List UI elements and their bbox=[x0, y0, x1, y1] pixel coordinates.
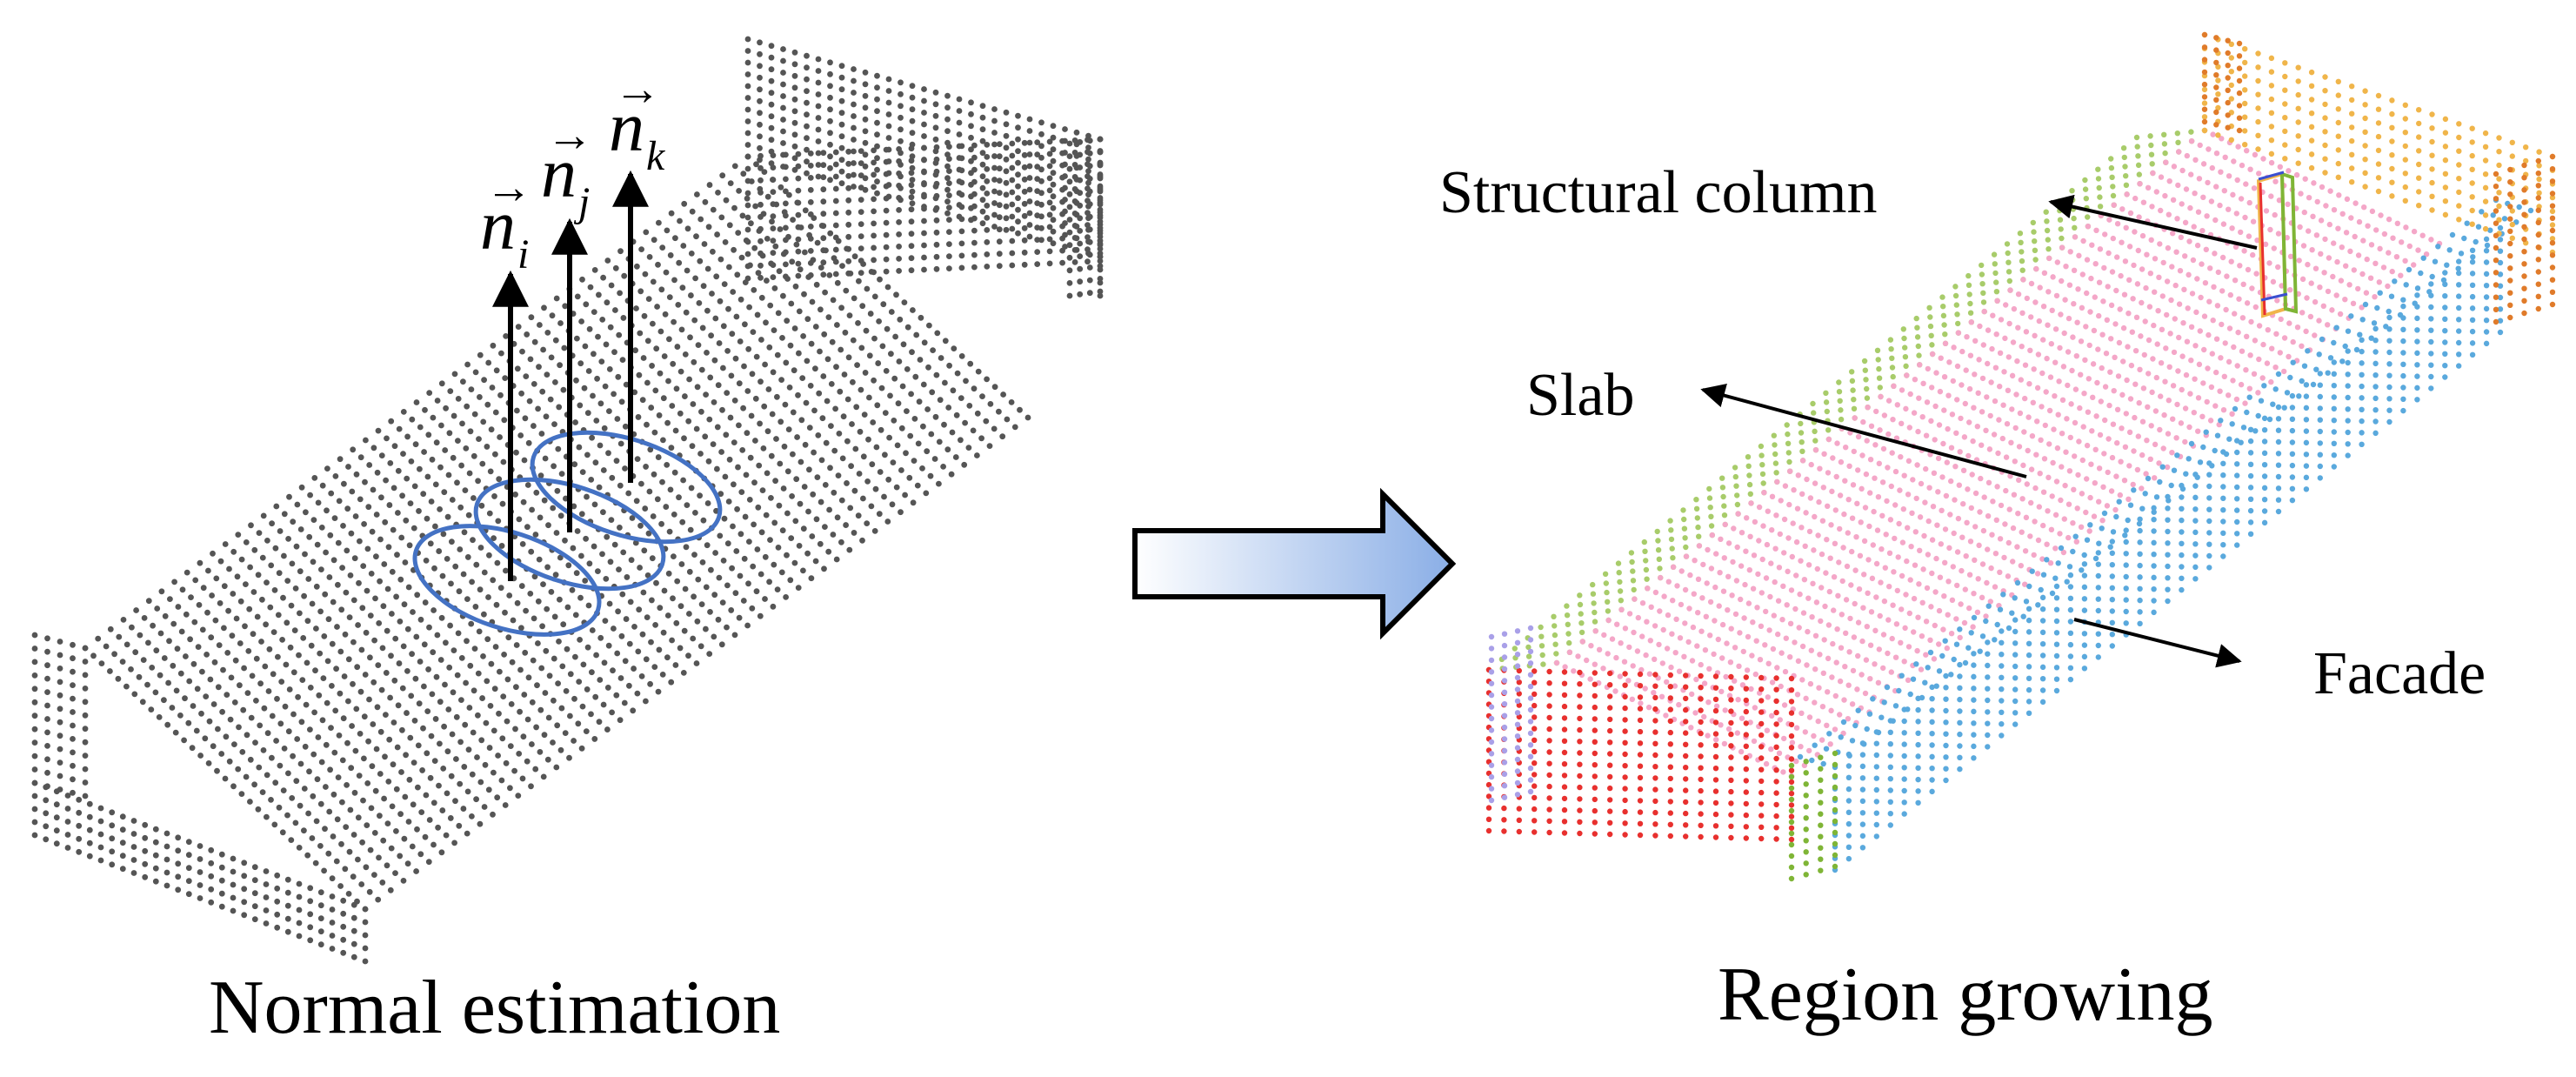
neighborhood-ellipse-j bbox=[473, 477, 666, 592]
right-slab-points bbox=[1553, 127, 2443, 779]
normal-label-j: →nj bbox=[541, 109, 593, 225]
facade-label: Facade bbox=[2313, 640, 2486, 707]
column-pointer bbox=[2048, 194, 2258, 250]
neighborhood-ellipse-i bbox=[412, 524, 602, 637]
slab-label: Slab bbox=[1526, 362, 1635, 429]
right-corner-points bbox=[1488, 625, 1534, 804]
right-end-green-points bbox=[1788, 750, 1839, 882]
normal-vectors bbox=[492, 170, 649, 581]
region-growing-caption: Region growing bbox=[1718, 953, 2213, 1037]
left-front-edge-points bbox=[31, 779, 369, 965]
normal-label-k: →nk bbox=[609, 63, 665, 179]
normal-estimation-caption: Normal estimation bbox=[209, 966, 781, 1050]
left-right-edge-points bbox=[1066, 136, 1104, 299]
right-back-edge-points bbox=[2493, 153, 2556, 325]
structural-column-label: Structural column bbox=[1439, 159, 1878, 226]
right-facade-top-points bbox=[1797, 197, 2534, 771]
left-point-cloud bbox=[31, 36, 1104, 965]
normal-label-i: →ni bbox=[480, 161, 532, 278]
slab-pointer bbox=[1700, 384, 2027, 478]
right-facade-points bbox=[1832, 224, 2504, 873]
right-back-corner-points bbox=[2201, 31, 2243, 134]
neighborhood-ellipses bbox=[412, 430, 723, 637]
right-segmented-point-cloud bbox=[1485, 31, 2556, 882]
label-pointers bbox=[1700, 194, 2258, 668]
left-ledge-points bbox=[31, 632, 89, 799]
left-wall-side-points bbox=[744, 136, 1104, 282]
neighborhood-ellipse-k bbox=[530, 430, 723, 545]
transition-arrow bbox=[1132, 487, 1457, 640]
structural-column bbox=[2256, 171, 2299, 318]
right-end-red-points bbox=[1485, 666, 1795, 843]
left-slab-points bbox=[82, 153, 1031, 913]
facade-pointer bbox=[2073, 618, 2242, 668]
